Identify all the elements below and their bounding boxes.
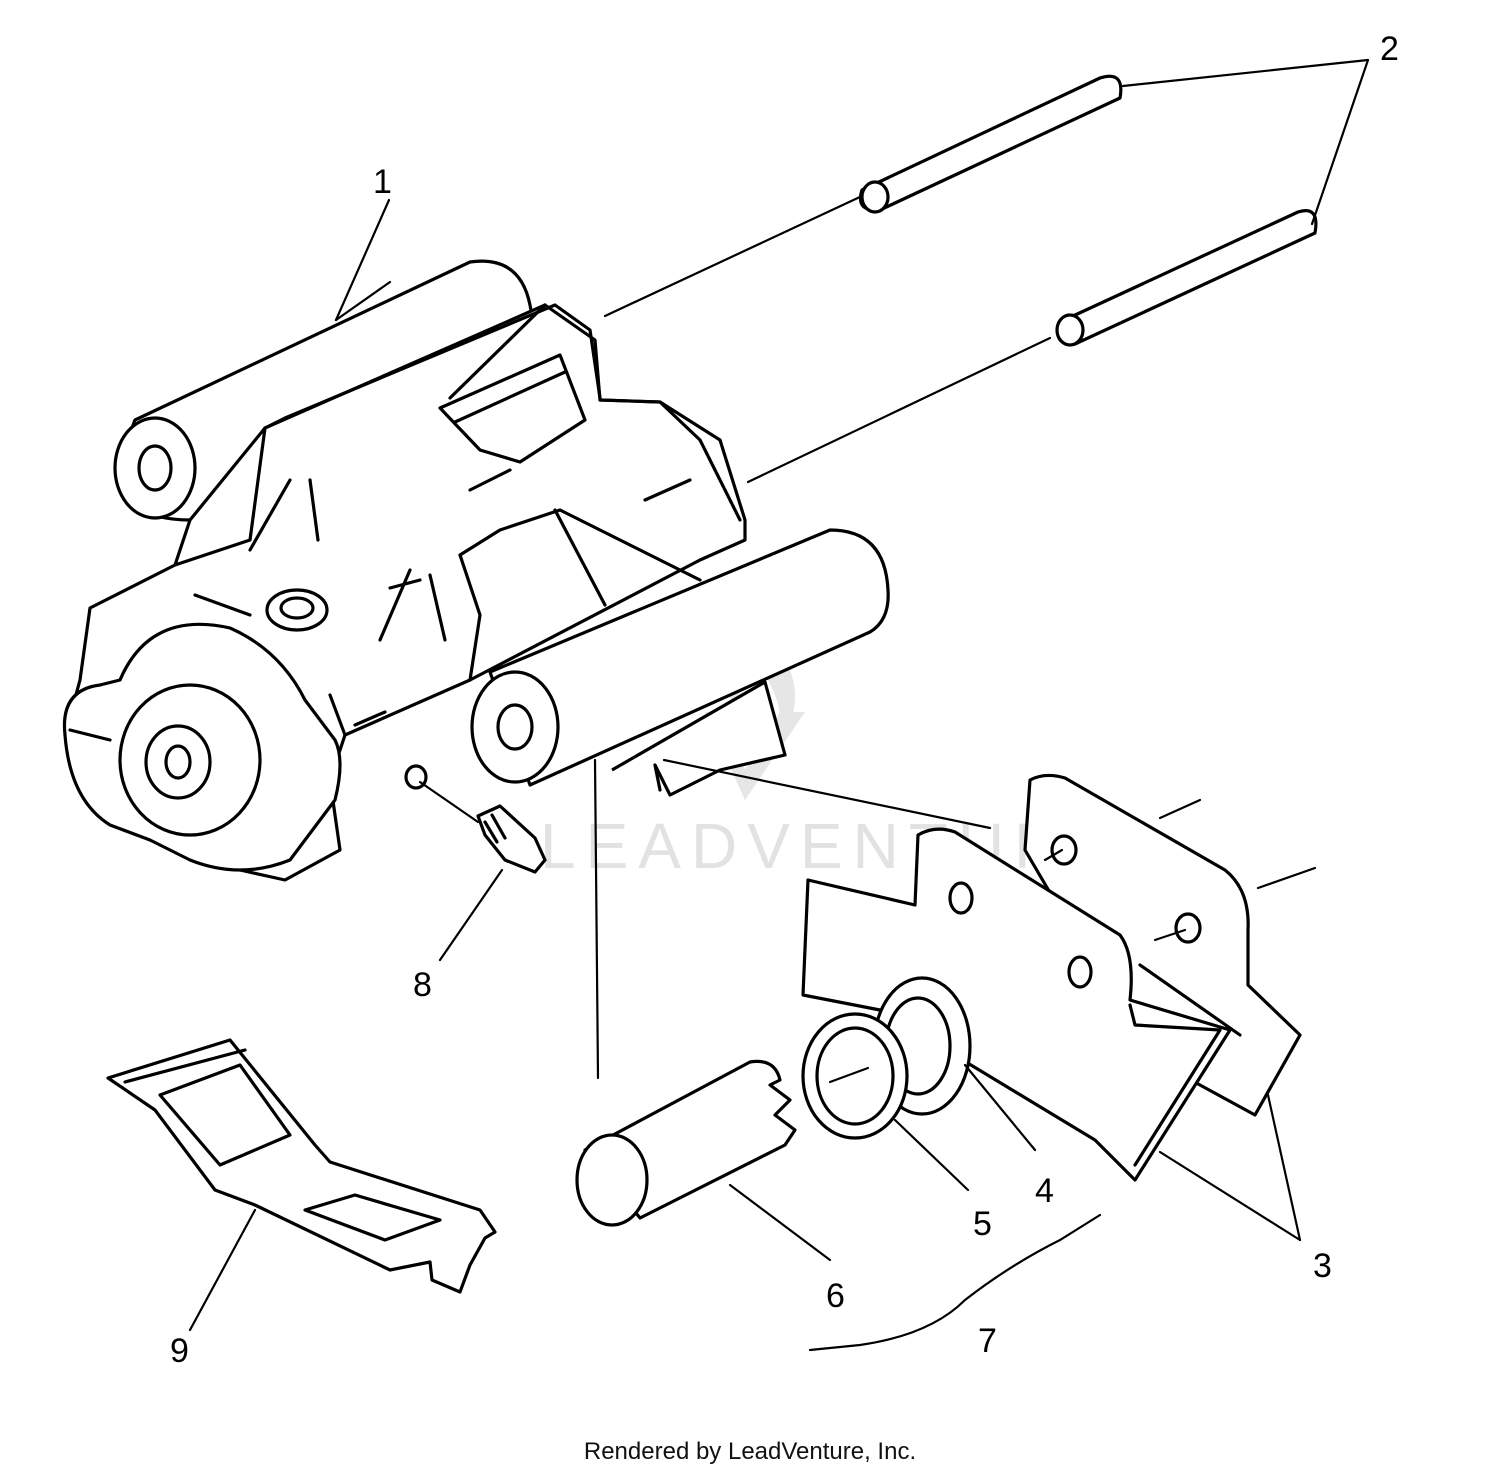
part-7-brace [808, 1213, 1102, 1352]
part-9-bracket [106, 1038, 497, 1332]
callout-8: 8 [413, 966, 432, 1004]
callout-3: 3 [1313, 1247, 1332, 1285]
part-6-piston [575, 1059, 832, 1262]
callout-1: 1 [373, 163, 392, 201]
part-1-pump-body [62, 198, 890, 882]
part-2-rods [603, 58, 1370, 484]
part-3-plates [801, 773, 1317, 1242]
callout-labels: 1 2 3 4 5 6 7 8 9 [170, 30, 1399, 1370]
footer-credit: Rendered by LeadVenture, Inc. [583, 1438, 917, 1465]
callout-7: 7 [978, 1322, 997, 1360]
part-5-seal [801, 1012, 970, 1192]
leader-lines [593, 758, 992, 1080]
callout-4: 4 [1035, 1172, 1054, 1210]
callout-6: 6 [826, 1277, 845, 1315]
callout-2: 2 [1380, 30, 1399, 68]
part-8-grease-fitting [418, 780, 547, 962]
callout-5: 5 [973, 1205, 992, 1243]
callout-9: 9 [170, 1332, 189, 1370]
